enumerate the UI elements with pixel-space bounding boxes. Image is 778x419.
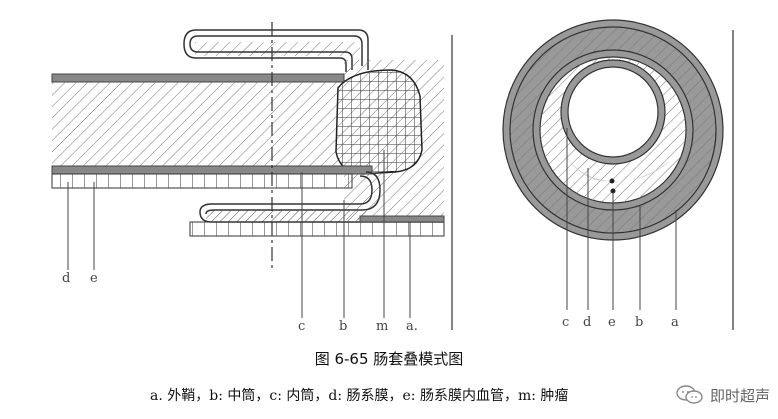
middle-bowel-wall [51,165,373,175]
label-c-left: c [298,319,305,334]
wechat-icon [676,385,703,404]
longitudinal-section: d e c b m a. [51,22,453,334]
upper-bowel-wall [51,73,345,83]
label-c-right: c [562,315,569,330]
lumen [567,66,659,158]
inner-tube-body [52,82,344,174]
mesenteric-vessel-2 [610,188,616,194]
label-b-left: b [339,319,347,334]
label-d-right: d [583,315,591,330]
lower-bowel-wall [359,215,445,223]
label-e-right: e [608,315,616,330]
cross-section: c d e b a [502,19,734,330]
mesentery-band [51,173,353,189]
label-e-left: e [90,271,98,286]
mesenteric-vessel-1 [609,178,615,184]
label-m-left: m [376,319,388,334]
label-d-left: d [62,271,70,286]
outer-sheath-upper-fold [195,42,360,56]
watermark-text: 即时超声 [709,386,770,405]
tumor-m [335,69,423,175]
lower-tick-fold [189,221,445,237]
watermark: 即时超声 [676,384,770,406]
label-a-right: a [671,315,679,330]
label-b-right: b [635,315,643,330]
figure-legend: a. 外鞘，b: 中筒，c: 内筒，d: 肠系膜，e: 肠系膜内血管，m: 肿瘤 [150,388,569,404]
lower-hatched-fold [206,210,366,222]
figure-caption: 图 6-65 肠套叠模式图 [314,350,464,368]
label-a-left: a. [406,319,418,334]
